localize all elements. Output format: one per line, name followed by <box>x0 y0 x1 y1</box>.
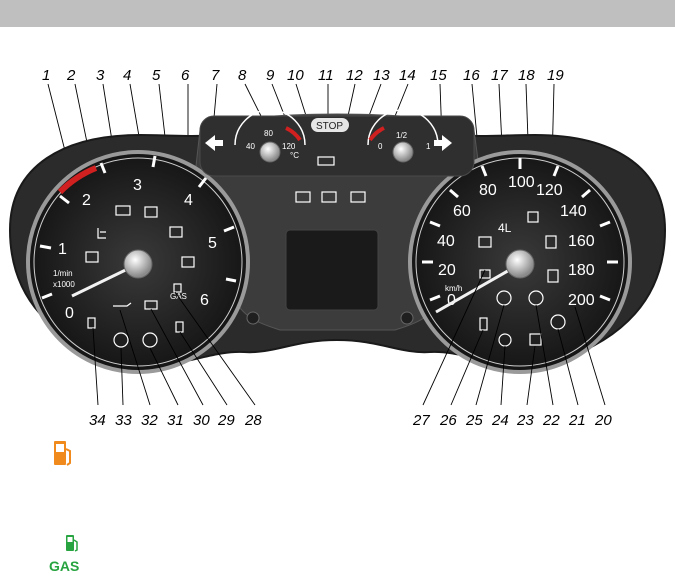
callout-22: 22 <box>542 412 560 429</box>
callout-21: 21 <box>568 412 586 429</box>
callout-29: 29 <box>217 412 235 429</box>
tach-scale-4: 4 <box>184 192 193 209</box>
callout-32: 32 <box>141 412 158 429</box>
callout-16: 16 <box>463 67 480 84</box>
stop-indicator: STOP <box>316 121 343 132</box>
temp-label-40: 40 <box>246 142 255 151</box>
speed-scale-40: 40 <box>437 233 455 250</box>
callout-4: 4 <box>123 67 131 84</box>
callout-27: 27 <box>412 412 430 429</box>
speed-scale-20: 20 <box>438 262 456 279</box>
trip-reset-button <box>247 312 259 324</box>
speed-unit: km/h <box>445 284 462 293</box>
fuel-label-0: 0 <box>378 142 383 151</box>
tach-scale-1: 1 <box>58 241 67 258</box>
tachometer: 0 1 2 3 4 5 6 1/min x1000 GAS <box>28 152 248 372</box>
fuel-label-1: 1 <box>426 142 431 151</box>
callout-26: 26 <box>439 412 457 429</box>
callout-17: 17 <box>491 67 508 84</box>
callout-2: 2 <box>66 67 76 84</box>
callout-12: 12 <box>346 67 363 84</box>
speed-scale-180: 180 <box>568 262 595 279</box>
callout-33: 33 <box>115 412 132 429</box>
callout-23: 23 <box>516 412 534 429</box>
callout-10: 10 <box>287 67 304 84</box>
fuel-label-half: 1/2 <box>396 131 408 140</box>
speed-scale-200: 200 <box>568 292 595 309</box>
temp-unit: °C <box>290 151 299 160</box>
callout-11: 11 <box>318 67 334 84</box>
tach-unit-line2: x1000 <box>53 280 75 289</box>
display-mode-button <box>401 312 413 324</box>
bottom-callout-labels: 34 33 32 31 30 29 28 27 26 25 24 23 22 2… <box>89 412 612 429</box>
speedometer: 0 20 40 60 80 100 120 140 160 180 200 km… <box>410 152 630 372</box>
callout-7: 7 <box>211 67 220 84</box>
four-wheel-low-indicator: 4L <box>498 221 512 235</box>
tach-scale-3: 3 <box>133 177 142 194</box>
callout-9: 9 <box>266 67 275 84</box>
top-callout-labels: 1 2 3 4 5 6 7 8 9 10 11 12 13 14 15 16 1… <box>42 67 564 84</box>
callout-6: 6 <box>181 67 190 84</box>
callout-20: 20 <box>594 412 612 429</box>
tach-scale-5: 5 <box>208 235 217 252</box>
speed-scale-140: 140 <box>560 203 587 220</box>
callout-28: 28 <box>244 412 262 429</box>
gas-legend-label: GAS <box>49 558 79 574</box>
callout-25: 25 <box>465 412 483 429</box>
callout-13: 13 <box>373 67 390 84</box>
speed-scale-120: 120 <box>536 182 563 199</box>
callout-19: 19 <box>547 67 564 84</box>
callout-3: 3 <box>96 67 105 84</box>
temp-label-120: 120 <box>282 142 296 151</box>
speed-scale-100: 100 <box>508 174 535 191</box>
callout-14: 14 <box>399 67 416 84</box>
callout-15: 15 <box>430 67 447 84</box>
tach-unit-line1: 1/min <box>53 269 73 278</box>
callout-30: 30 <box>193 412 210 429</box>
lcd-display <box>286 230 378 310</box>
tach-scale-6: 6 <box>200 292 209 309</box>
callout-5: 5 <box>152 67 161 84</box>
speed-scale-160: 160 <box>568 233 595 250</box>
callout-24: 24 <box>491 412 509 429</box>
gas-fuel-legend-icon <box>66 535 77 551</box>
callout-18: 18 <box>518 67 535 84</box>
speed-scale-80: 80 <box>479 182 497 199</box>
speed-scale-60: 60 <box>453 203 471 220</box>
callout-8: 8 <box>238 67 247 84</box>
callout-1: 1 <box>42 67 50 84</box>
low-fuel-legend-icon <box>54 441 70 465</box>
callout-34: 34 <box>89 412 106 429</box>
callout-31: 31 <box>167 412 184 429</box>
temp-label-80: 80 <box>264 129 273 138</box>
tach-scale-0: 0 <box>65 305 74 322</box>
tach-scale-2: 2 <box>82 192 91 209</box>
